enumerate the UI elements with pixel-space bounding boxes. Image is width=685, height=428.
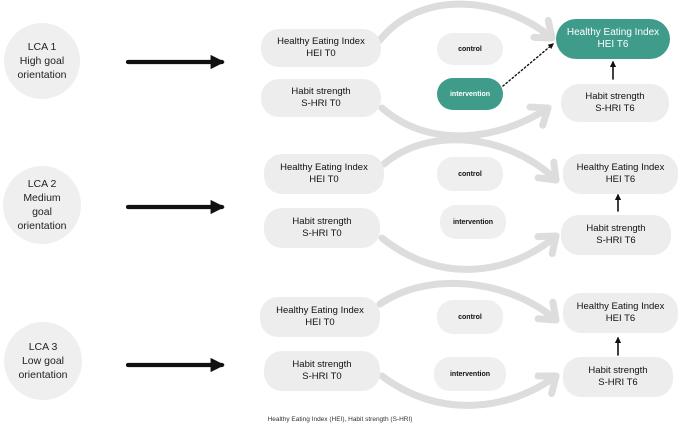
hri-t0-line: Habit strength	[292, 216, 352, 227]
hri-t6-line: Habit strength	[585, 91, 645, 102]
lca2-label-line: LCA 2	[27, 178, 57, 190]
hri-t6-line: Habit strength	[588, 365, 648, 376]
hei-t0-line: Healthy Eating Index	[280, 162, 368, 173]
control-label: control	[458, 313, 482, 321]
hri-t6-line: Habit strength	[586, 223, 646, 234]
hri-t0-line: S-HRI T0	[301, 98, 341, 109]
control-label: control	[458, 170, 482, 178]
hei-t6-line: Healthy Eating Index	[576, 301, 665, 312]
lca2-control-node: control	[437, 157, 503, 191]
intervention-label: intervention	[449, 90, 491, 98]
lca3-label: LCA 3 Low goal orientation	[18, 340, 67, 382]
lca2-intervention-node: intervention	[440, 205, 506, 239]
lca3-circle: LCA 3 Low goal orientation	[4, 322, 82, 400]
hri-t0-line: Habit strength	[291, 86, 351, 97]
lca2-label-line: Medium	[23, 192, 61, 204]
lca2-label-line: orientation	[17, 220, 67, 232]
curved-arrow-hei-row3	[376, 279, 560, 324]
dotted-arrow-intervention-hei	[502, 43, 554, 87]
hri-t0-line: S-HRI T0	[302, 228, 342, 239]
lca3-label-line: orientation	[18, 369, 68, 381]
hei-t6-line: HEI T6	[597, 39, 629, 50]
curved-arrowhead-hri-row3	[534, 372, 560, 397]
lca2-label-line: goal	[32, 206, 52, 218]
curved-arrowhead-hei-row3	[534, 298, 560, 324]
hei-t0-line: HEI T0	[309, 174, 339, 185]
intervention-label: intervention	[452, 218, 494, 226]
curved-arrow-hei-row2	[380, 136, 560, 184]
straight-arrows-layer	[125, 43, 622, 373]
hei-t0-line: Healthy Eating Index	[276, 305, 364, 316]
hei-t0-line: HEI T0	[305, 317, 335, 328]
lca2-label: LCA 2 Medium goal orientation	[17, 177, 66, 233]
hei-t6-line: Healthy Eating Index	[576, 162, 665, 173]
hei-t0-line: Healthy Eating Index	[277, 36, 365, 47]
curved-arrow-hri-row1	[378, 104, 552, 140]
hei-t6-line: HEI T6	[605, 313, 636, 324]
hri-t6-line: S-HRI T6	[596, 235, 636, 246]
curved-arrow-hri-row2	[378, 232, 560, 273]
lca1-label-line: orientation	[17, 69, 67, 81]
curved-arrowhead-hri-row2	[534, 232, 560, 258]
intervention-label: intervention	[449, 370, 491, 378]
hei-t6-line: HEI T6	[605, 174, 636, 185]
curved-arrow-hri-row3	[378, 372, 560, 409]
hei-t0-line: HEI T0	[306, 48, 336, 59]
lca3-label-line: LCA 3	[28, 341, 58, 353]
curved-arrowhead-hei-row1	[530, 16, 556, 42]
legend-caption: Healthy Eating Index (HEI), Habit streng…	[267, 416, 413, 423]
hri-t0-line: S-HRI T0	[302, 371, 342, 382]
curved-arrow-hei-row1	[376, 0, 556, 44]
lca1-intervention-node: intervention	[437, 78, 503, 110]
lca3-label-line: Low goal	[21, 355, 64, 367]
curved-arrows-layer	[376, 0, 560, 409]
hri-t0-line: Habit strength	[292, 359, 352, 370]
lca1-label: LCA 1 High goal orientation	[17, 40, 66, 82]
lca3-intervention-node: intervention	[434, 357, 506, 391]
hri-t6-line: S-HRI T6	[595, 103, 635, 114]
lca3-control-node: control	[437, 300, 503, 334]
lca1-label-line: LCA 1	[27, 41, 57, 53]
curved-arrowhead-hri-row1	[526, 103, 552, 129]
control-label: control	[458, 45, 482, 53]
curved-arrowhead-hei-row2	[534, 158, 560, 184]
lca2-circle: LCA 2 Medium goal orientation	[3, 166, 81, 244]
lca1-control-node: control	[437, 33, 503, 65]
lca1-circle: LCA 1 High goal orientation	[4, 23, 80, 99]
hei-t6-line: Healthy Eating Index	[566, 27, 660, 38]
lca1-label-line: High goal	[19, 55, 65, 67]
hri-t6-line: S-HRI T6	[598, 377, 638, 388]
